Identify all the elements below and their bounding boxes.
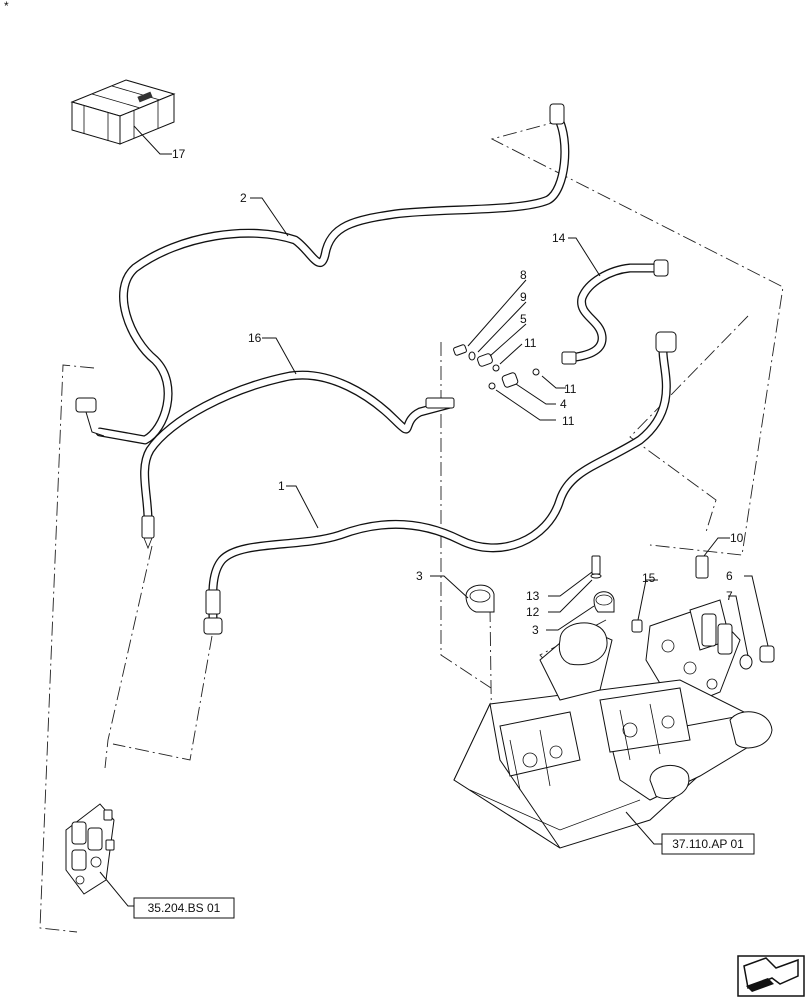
hose-2: [75, 103, 570, 445]
hitch-assembly: [453, 622, 773, 849]
callout-3-b: 3: [532, 623, 539, 637]
callout-11-b: 11: [564, 382, 577, 396]
fitting-group: [453, 344, 540, 390]
callout-11-a: 11: [524, 336, 537, 350]
corner-mark: *: [4, 0, 9, 13]
hose-16: [140, 370, 455, 550]
next-page-arrow-icon[interactable]: [737, 955, 805, 997]
clamp-right: [590, 555, 615, 613]
callout-16: 16: [248, 331, 262, 345]
ref-control-valve[interactable]: 35.204.BS 01: [133, 897, 235, 919]
callout-3-a: 3: [416, 569, 423, 583]
callout-10: 10: [730, 531, 744, 545]
callout-7: 7: [726, 589, 733, 603]
callout-11-c: 11: [562, 414, 575, 428]
kit-crate-icon: [70, 79, 176, 145]
clamp-left: [465, 584, 495, 613]
callout-5: 5: [520, 312, 527, 326]
connection-lines: [39, 119, 784, 933]
callout-13: 13: [526, 589, 540, 603]
callout-1: 1: [278, 479, 285, 493]
ref-hitch-assembly-label[interactable]: 37.110.AP 01: [672, 837, 744, 851]
callout-14: 14: [552, 231, 566, 245]
callout-15: 15: [642, 571, 656, 585]
hose-1: [203, 331, 677, 635]
ref-hitch-assembly[interactable]: 37.110.AP 01: [661, 833, 755, 855]
callout-12: 12: [526, 605, 540, 619]
callout-8: 8: [520, 268, 527, 282]
ref-control-valve-label[interactable]: 35.204.BS 01: [148, 901, 221, 915]
hose-14: [561, 259, 669, 365]
callout-6: 6: [726, 569, 733, 583]
control-valve: [65, 803, 115, 895]
callout-2: 2: [240, 191, 247, 205]
callout-9: 9: [520, 290, 527, 304]
callout-4: 4: [560, 397, 567, 411]
callout-17: 17: [172, 147, 186, 161]
